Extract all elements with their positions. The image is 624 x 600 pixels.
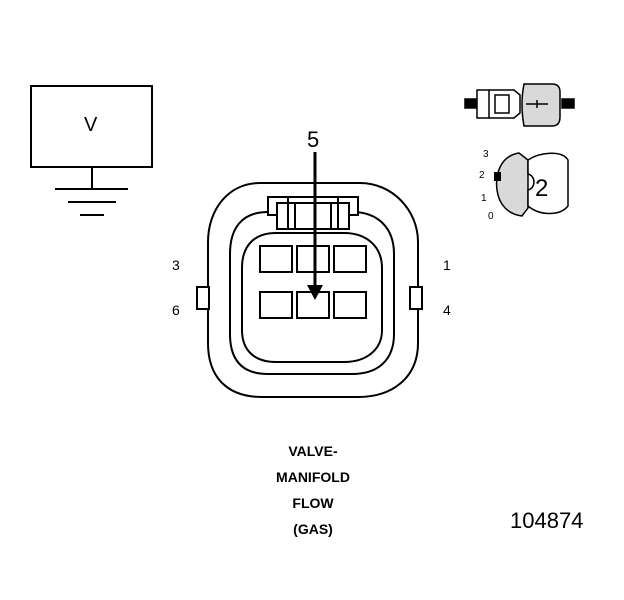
caption-line: VALVE- xyxy=(288,443,338,459)
position-marker xyxy=(494,172,501,181)
connector-inner-seal xyxy=(229,211,395,375)
voltmeter xyxy=(30,85,153,216)
probe-arrow xyxy=(307,152,323,300)
voltmeter-label: V xyxy=(84,114,98,136)
wire-stub-right xyxy=(561,98,575,109)
cavity-3 xyxy=(259,245,293,273)
cavity-6 xyxy=(259,291,293,319)
pin-label-4: 4 xyxy=(443,302,451,318)
caption-line: (GAS) xyxy=(293,521,333,537)
detail-callout: 2 xyxy=(535,175,549,202)
arrowhead-icon xyxy=(307,285,323,300)
cavity-2 xyxy=(296,245,330,273)
pin-cavities xyxy=(259,245,367,319)
probe-pin-label: 5 xyxy=(307,127,320,152)
caption-line: FLOW xyxy=(292,495,334,511)
figure-number: 104874 xyxy=(510,508,584,533)
selector-key xyxy=(527,152,569,215)
pin-label-3: 3 xyxy=(172,257,180,273)
socket-housing xyxy=(521,83,561,127)
wire-stub-left xyxy=(464,98,478,109)
pin-label-1: 1 xyxy=(443,257,451,273)
component-caption: VALVE- MANIFOLD FLOW (GAS) xyxy=(240,438,386,542)
position-label-0: 0 xyxy=(488,211,494,222)
connector-outer-housing xyxy=(207,182,419,398)
caption-line: MANIFOLD xyxy=(276,469,350,485)
right-latch-tab xyxy=(409,286,423,310)
selector-ring xyxy=(495,152,529,217)
cavity-4 xyxy=(333,291,367,319)
position-label-3: 3 xyxy=(483,149,489,160)
cavity-1 xyxy=(333,245,367,273)
connector xyxy=(196,182,423,398)
position-label-2: 2 xyxy=(479,170,485,181)
pin-label-6: 6 xyxy=(172,302,180,318)
locking-latch xyxy=(267,196,359,230)
position-selector xyxy=(494,152,569,217)
connector-cavity-body xyxy=(241,232,383,363)
left-latch-tab xyxy=(196,286,210,310)
position-label-1: 1 xyxy=(481,193,487,204)
ground-icon xyxy=(55,188,128,216)
connector-side-view xyxy=(464,83,575,127)
